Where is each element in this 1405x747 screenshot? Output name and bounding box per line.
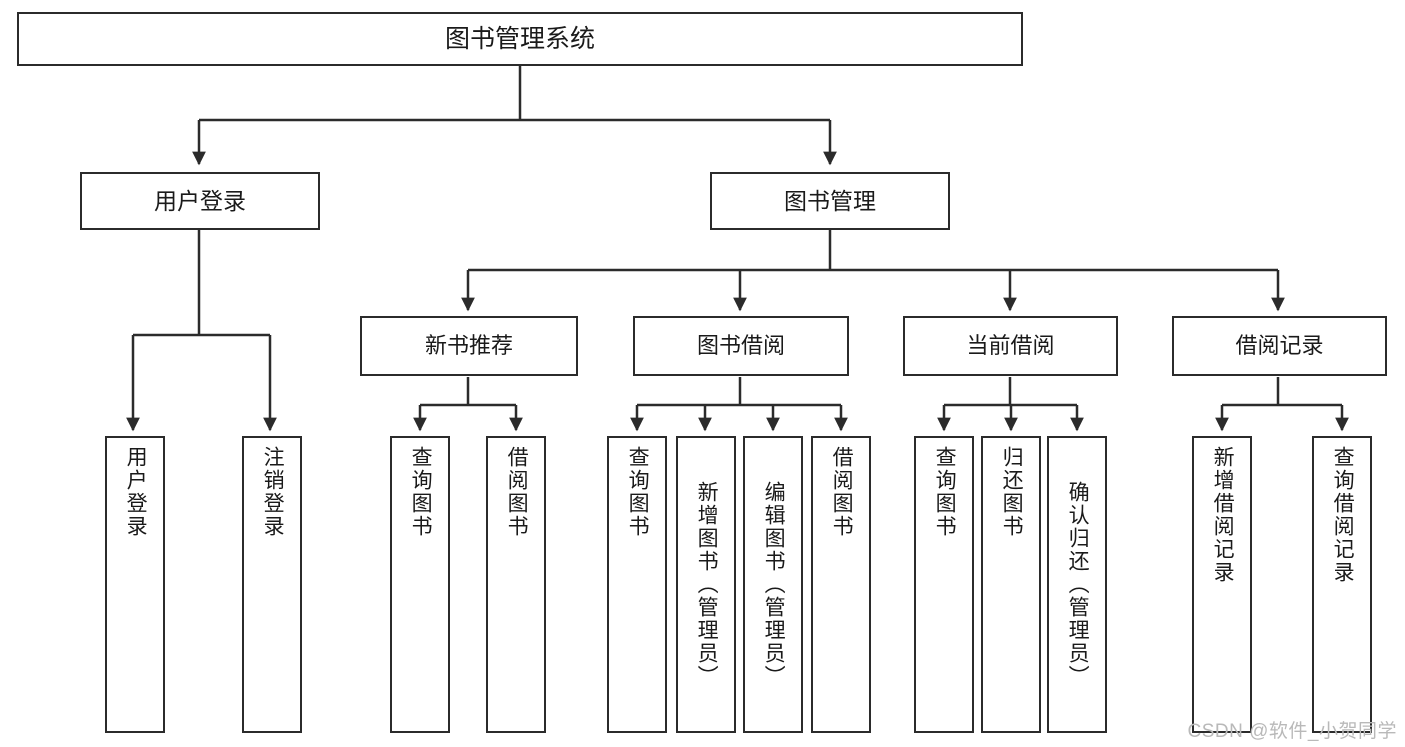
leaf-confirm-return-admin[interactable]: 确认归还（管理员） <box>1047 436 1107 733</box>
leaf-label: 归还图书 <box>1000 446 1024 538</box>
node-root-book-management-system[interactable]: 图书管理系统 <box>17 12 1023 66</box>
leaf-label: 新增借阅记录 <box>1211 446 1235 584</box>
leaf-logout[interactable]: 注销登录 <box>242 436 302 733</box>
leaf-label: 注销登录 <box>261 446 285 538</box>
leaf-label: 编辑图书（管理员） <box>762 481 786 688</box>
leaf-edit-book-admin[interactable]: 编辑图书（管理员） <box>743 436 803 733</box>
leaf-query-books-current[interactable]: 查询图书 <box>914 436 974 733</box>
leaf-label: 新增图书（管理员） <box>695 481 719 688</box>
leaf-borrow-books-new-book[interactable]: 借阅图书 <box>486 436 546 733</box>
leaf-label: 查询图书 <box>626 446 650 538</box>
leaf-user-login[interactable]: 用户登录 <box>105 436 165 733</box>
leaf-query-borrow-record[interactable]: 查询借阅记录 <box>1312 436 1372 733</box>
leaf-label: 查询借阅记录 <box>1331 446 1355 584</box>
csdn-watermark: CSDN @软件_小贺同学 <box>1187 721 1397 742</box>
leaf-label: 用户登录 <box>124 446 148 538</box>
leaf-label: 借阅图书 <box>505 446 529 538</box>
node-label: 借阅记录 <box>1235 333 1324 359</box>
leaf-label: 借阅图书 <box>830 446 854 538</box>
node-book-borrow[interactable]: 图书借阅 <box>633 316 849 376</box>
node-current-borrow[interactable]: 当前借阅 <box>903 316 1118 376</box>
node-user-login[interactable]: 用户登录 <box>80 172 320 230</box>
node-label: 图书管理 <box>784 187 876 214</box>
node-label: 图书管理系统 <box>444 24 595 53</box>
node-label: 新书推荐 <box>424 333 513 359</box>
node-label: 图书借阅 <box>696 333 785 359</box>
leaf-return-book[interactable]: 归还图书 <box>981 436 1041 733</box>
node-borrow-record[interactable]: 借阅记录 <box>1172 316 1387 376</box>
leaf-query-books-new-book[interactable]: 查询图书 <box>390 436 450 733</box>
leaf-label: 确认归还（管理员） <box>1066 481 1090 688</box>
leaf-add-borrow-record[interactable]: 新增借阅记录 <box>1192 436 1252 733</box>
node-label: 用户登录 <box>154 187 246 214</box>
leaf-query-books-borrow[interactable]: 查询图书 <box>607 436 667 733</box>
node-new-book-recommend[interactable]: 新书推荐 <box>360 316 578 376</box>
leaf-label: 查询图书 <box>409 446 433 538</box>
leaf-add-book-admin[interactable]: 新增图书（管理员） <box>676 436 736 733</box>
leaf-borrow-books-borrow[interactable]: 借阅图书 <box>811 436 871 733</box>
node-label: 当前借阅 <box>966 333 1055 359</box>
leaf-label: 查询图书 <box>933 446 957 538</box>
node-book-management[interactable]: 图书管理 <box>710 172 950 230</box>
